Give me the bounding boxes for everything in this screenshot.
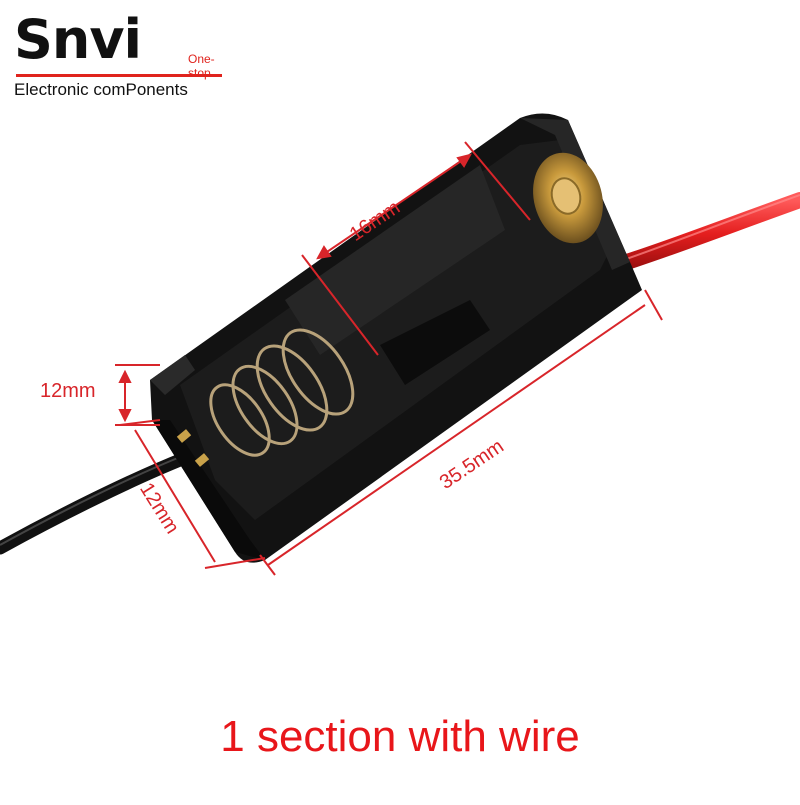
dimension-label-length: 35.5mm [436, 435, 508, 494]
dimension-label-height: 12mm [40, 380, 96, 402]
brand-divider [16, 74, 222, 77]
brand-name: Snvi [14, 8, 142, 71]
black-wire [0, 451, 192, 555]
battery-holder [150, 113, 642, 563]
dimension-label-width: 12mm [135, 479, 183, 538]
dimension-lines [115, 141, 663, 576]
spring-contact [209, 328, 355, 457]
terminal-tabs [176, 429, 210, 467]
product-caption: 1 section with wire [220, 712, 580, 761]
brand-subtitle: Electronic comPonents [14, 80, 188, 99]
red-wire [600, 192, 800, 276]
brass-contact [533, 152, 603, 244]
brand-logo: Snvi One-stop Electronic comPonents [14, 8, 234, 99]
